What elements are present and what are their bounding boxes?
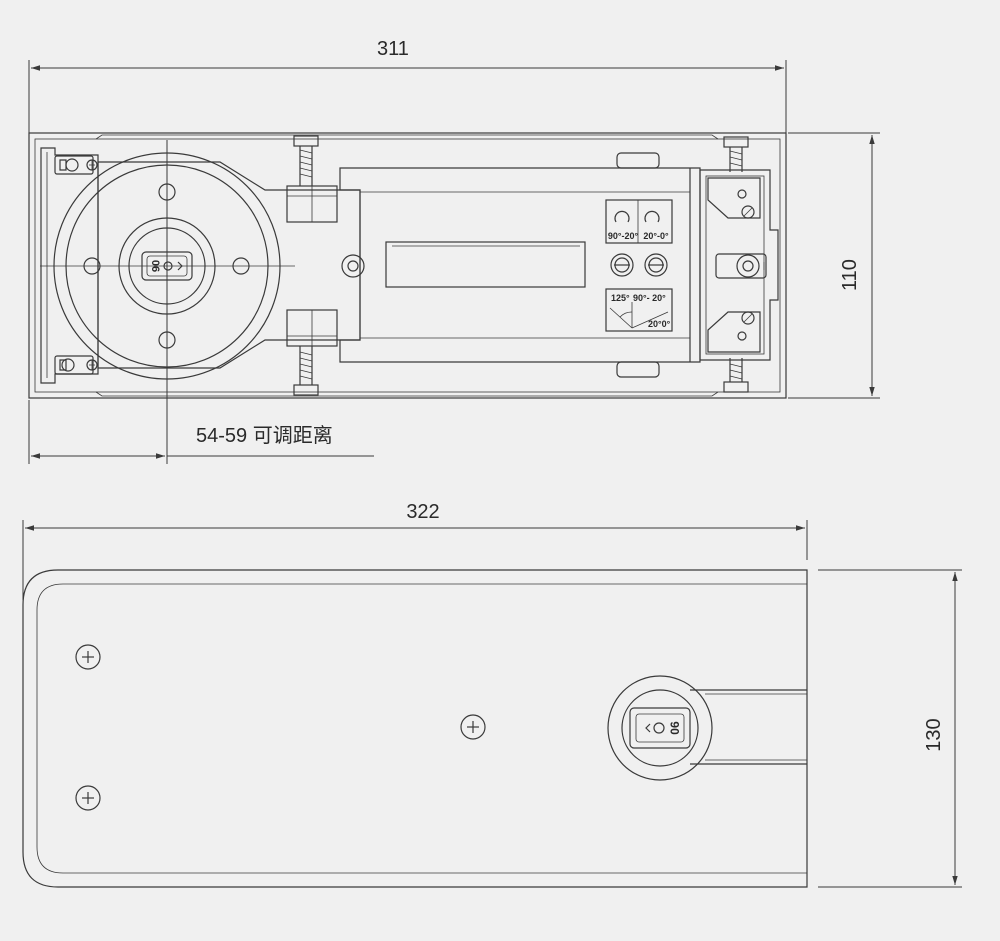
arm-block-top bbox=[286, 185, 338, 223]
height-dimension-130: 130 bbox=[818, 569, 962, 888]
valve-screw-2[interactable] bbox=[644, 253, 668, 277]
adjust-rod-top bbox=[293, 135, 319, 186]
right-adjust-screw[interactable] bbox=[736, 254, 760, 278]
bottom-view: 322 130 bbox=[22, 501, 962, 888]
speed-label-2: 20°-0° bbox=[643, 231, 669, 241]
left-top-screw bbox=[54, 155, 98, 175]
mount-hole-left bbox=[83, 257, 101, 275]
cover-height-label: 130 bbox=[923, 718, 945, 751]
left-bottom-screw bbox=[54, 355, 98, 375]
cover-spindle-mark: 06 bbox=[668, 721, 682, 735]
right-rod-top bbox=[723, 136, 749, 172]
mount-hole-bottom bbox=[158, 331, 176, 349]
angle-label-20-0: 20°0° bbox=[648, 319, 671, 329]
housing-bottom-flange bbox=[95, 391, 719, 397]
spindle-channel bbox=[690, 689, 807, 765]
speed-label-1: 90°-20° bbox=[608, 231, 639, 241]
height-dimension-label: 110 bbox=[839, 259, 861, 291]
cover-spindle-collar: 06 bbox=[607, 675, 713, 781]
tab-bottom bbox=[616, 361, 660, 378]
housing-top-flange bbox=[95, 134, 719, 140]
cover-plate bbox=[22, 569, 808, 888]
mount-hole-right bbox=[232, 257, 250, 275]
label-window bbox=[385, 241, 586, 288]
housing-inner-outline bbox=[34, 138, 781, 393]
tab-top bbox=[616, 152, 660, 169]
speed-valve-icon-2 bbox=[644, 210, 660, 223]
spindle-mark: 06 bbox=[149, 260, 161, 272]
valve-panel: 90°-20° 20°-0° 125° 90°- 20° 20°0° bbox=[605, 199, 673, 332]
left-end-bracket bbox=[40, 147, 99, 384]
right-end-bracket bbox=[699, 169, 779, 361]
adjust-rod-bottom bbox=[293, 346, 319, 396]
width-dimension-label: 311 bbox=[377, 38, 409, 60]
housing-outline bbox=[28, 132, 787, 399]
mount-hole-top bbox=[158, 183, 176, 201]
width-dimension-311: 311 bbox=[28, 38, 787, 133]
valve-screw-1[interactable] bbox=[610, 253, 634, 277]
angle-diagram bbox=[605, 288, 673, 332]
angle-label-125: 125° bbox=[611, 293, 630, 303]
cover-screw-bottom-left bbox=[75, 785, 101, 811]
speed-valve-icon-1 bbox=[614, 210, 630, 223]
cylinder-body bbox=[339, 167, 701, 363]
pivot-ring bbox=[341, 254, 365, 278]
right-rod-bottom bbox=[723, 358, 749, 393]
top-view: 311 110 54-59 可调距离 bbox=[28, 38, 880, 464]
width-dimension-322: 322 bbox=[22, 501, 808, 600]
spindle bbox=[141, 251, 193, 281]
adjust-dimension: 54-59 可调距离 bbox=[28, 140, 374, 464]
height-dimension-110: 110 bbox=[788, 132, 880, 399]
adjust-dimension-label: 54-59 可调距离 bbox=[196, 424, 333, 447]
cover-screw-center bbox=[460, 714, 486, 740]
angle-label-90-20: 90°- 20° bbox=[633, 293, 666, 303]
cover-width-label: 322 bbox=[406, 501, 439, 523]
cover-screw-top-left bbox=[75, 644, 101, 670]
